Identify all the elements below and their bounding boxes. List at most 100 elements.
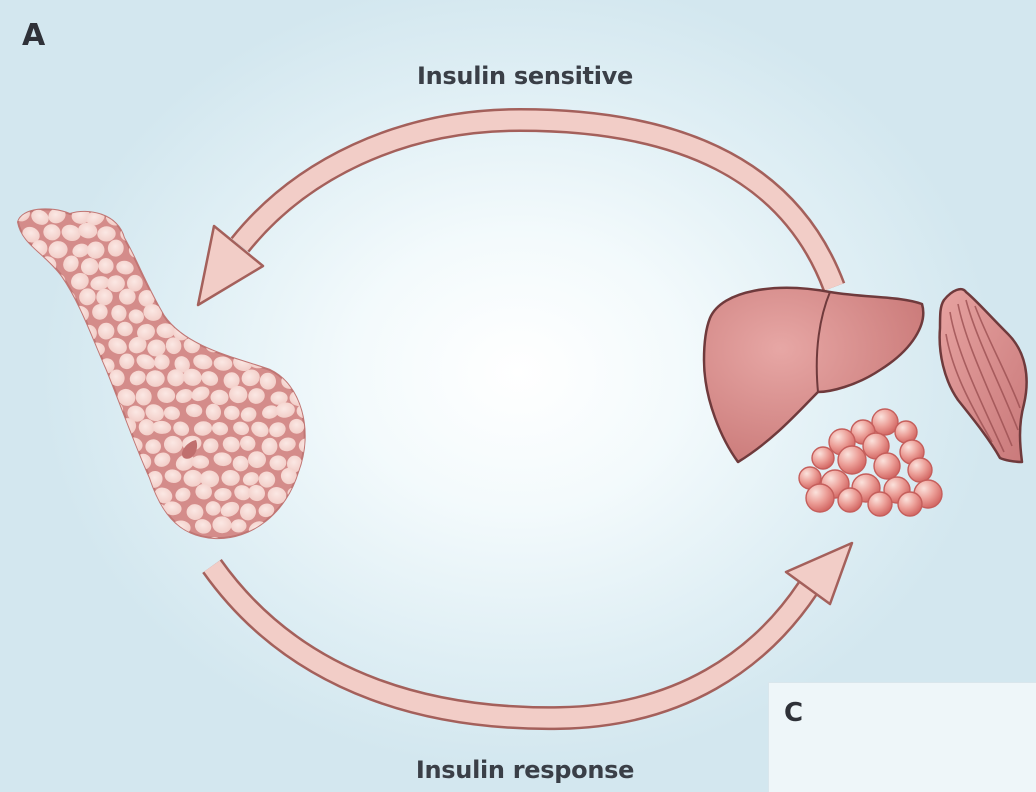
pancreas-lobule — [267, 321, 286, 335]
pancreas-lobule — [160, 535, 183, 555]
pancreas-lobule — [67, 499, 88, 519]
pancreas-lobule — [41, 517, 62, 536]
pancreas-lobule — [296, 206, 317, 227]
pancreas-lobule — [98, 515, 116, 535]
pancreas-lobule — [2, 320, 21, 337]
pancreas-lobule — [90, 371, 110, 391]
pancreas-lobule — [277, 532, 298, 553]
pancreas-lobule — [108, 435, 128, 454]
pancreas-lobule — [31, 470, 49, 485]
pancreas-lobule — [117, 487, 138, 503]
pancreas-lobule — [210, 321, 230, 341]
pancreas-lobule — [21, 255, 41, 276]
pancreas-lobule — [164, 240, 184, 259]
adipocyte — [874, 453, 900, 479]
pancreas-lobule — [124, 535, 143, 552]
pancreas-lobule — [192, 225, 210, 244]
pancreas-lobule — [298, 369, 318, 390]
pancreas-lobule — [295, 238, 316, 258]
pancreas-lobule — [278, 270, 299, 290]
insulin-response-arrow — [212, 543, 852, 718]
insulin-response-label: Insulin response — [0, 756, 1036, 784]
pancreas-lobule — [23, 452, 44, 472]
pancreas-lobule — [33, 535, 51, 551]
pancreas-lobule — [257, 239, 278, 258]
pancreas-lobule — [175, 254, 195, 272]
pancreas-lobule — [276, 303, 298, 324]
pancreas-lobule — [62, 522, 80, 536]
adipocyte — [838, 488, 862, 512]
pancreas-lobule — [10, 274, 30, 289]
pancreas-lobule — [174, 222, 193, 238]
pancreas-lobule — [56, 416, 78, 439]
pancreas-lobule — [297, 503, 315, 522]
pancreas-lobule — [299, 337, 318, 356]
pancreas-lobule — [259, 535, 277, 549]
pancreas-lobule — [108, 503, 125, 522]
pancreas-lobule — [0, 450, 22, 471]
pancreas-lobule — [181, 204, 202, 225]
pancreas-lobule — [124, 209, 144, 228]
pancreas-lobule — [87, 435, 105, 453]
pancreas-lobule — [48, 466, 69, 485]
pancreas-lobule — [68, 403, 90, 425]
pancreas-lobule — [60, 193, 76, 209]
pancreas-lobule — [134, 191, 154, 209]
pancreas-lobule — [88, 532, 110, 553]
pancreas-lobule — [30, 270, 50, 289]
liver-illustration — [704, 288, 923, 462]
pancreas-lobule — [202, 307, 219, 322]
pancreas-lobule — [69, 534, 91, 555]
insulin-sensitive-arrow — [198, 120, 834, 305]
pancreas-lobule — [13, 437, 33, 456]
pancreas-lobule — [200, 206, 219, 221]
pancreas-lobule — [12, 307, 29, 323]
pancreas-lobule — [189, 322, 212, 342]
pancreas-lobule — [285, 516, 307, 535]
pancreas-lobule — [86, 465, 107, 487]
pancreas-lobule — [59, 452, 78, 470]
pancreas-lobule — [146, 243, 166, 260]
pancreas-lobule — [48, 434, 70, 455]
pancreas-lobule — [48, 536, 68, 552]
pancreas-lobule — [89, 403, 109, 423]
pancreas-lobule — [19, 287, 39, 306]
adipocyte — [838, 446, 866, 474]
pancreas-lobule — [126, 502, 148, 524]
pancreas-lobule — [294, 306, 315, 328]
pancreas-lobule — [279, 240, 296, 254]
adipocyte — [872, 409, 898, 435]
pancreas-lobule — [286, 325, 307, 342]
pancreas-lobule — [154, 189, 173, 210]
adipocyte — [898, 492, 922, 516]
pancreas-lobule — [195, 193, 211, 208]
pancreas-lobule — [163, 204, 184, 225]
pancreas-lobule — [285, 258, 306, 276]
pancreas-lobule — [28, 436, 51, 459]
insulin-sensitive-label: Insulin sensitive — [0, 62, 1036, 90]
pancreas-lobule — [137, 223, 157, 243]
pancreas-lobule — [68, 339, 87, 356]
pancreas-lobule — [209, 188, 228, 206]
pancreas-lobule — [240, 339, 260, 359]
pancreas-lobule — [233, 191, 251, 207]
muscle-illustration — [940, 289, 1027, 462]
pancreas-lobule — [21, 515, 42, 535]
pancreas-lobule — [33, 374, 50, 389]
pancreas-lobule — [17, 415, 41, 438]
pancreas-lobule — [144, 532, 164, 550]
pancreas-lobule — [77, 488, 95, 501]
pancreas-lobule — [39, 356, 58, 373]
pancreas-lobule — [108, 467, 123, 484]
panel-label-c: C — [784, 698, 803, 728]
pancreas-lobule — [21, 189, 41, 206]
pancreas-lobule — [258, 305, 278, 324]
pancreas-lobule — [47, 304, 70, 326]
panel-label-a: A — [22, 18, 45, 53]
pancreas-lobule — [277, 334, 300, 356]
pancreas-lobule — [30, 302, 53, 324]
pancreas-lobule — [59, 352, 83, 374]
pancreas-lobule — [266, 351, 286, 371]
